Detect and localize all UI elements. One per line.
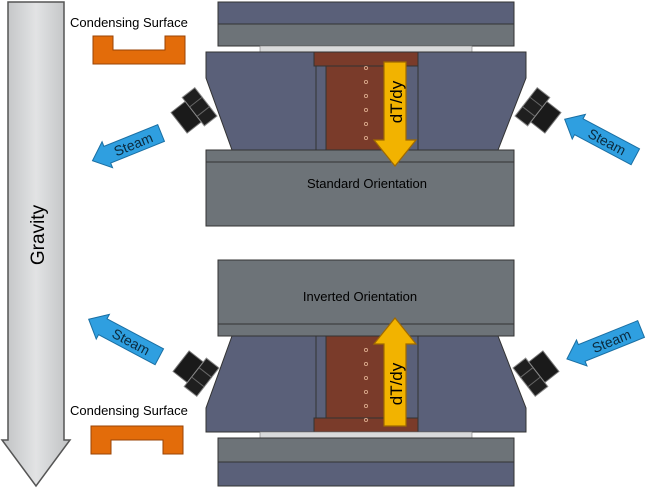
bolt-top-left — [170, 86, 218, 134]
steam-arrow-top-left: Steam — [91, 124, 166, 169]
gradient-label-top: dT/dy — [387, 80, 406, 123]
base-plate-top — [205, 161, 515, 227]
base-plate-bottom — [217, 259, 515, 325]
standard-orientation-label: Standard Orientation — [307, 176, 427, 191]
condensing-surface-label-bottom: Condensing Surface — [70, 403, 188, 418]
top-plate — [217, 1, 515, 25]
gradient-arrow-bottom — [372, 317, 418, 427]
gravity-label: Gravity — [28, 204, 49, 265]
bolt-bottom-right — [512, 350, 560, 398]
steam-label-top-right: Steam — [585, 125, 628, 158]
condensing-surface-legend-bottom: Condensing Surface — [70, 403, 188, 455]
inverted-orientation-label: Inverted Orientation — [303, 289, 417, 304]
inverted-orientation-assembly: Inverted Orientation dT/dy — [172, 259, 560, 487]
steam-arrow-bottom-right: Steam — [566, 320, 646, 367]
standard-orientation-assembly: Standard Orientation dT/dy — [170, 1, 562, 227]
condensing-surface-legend-top: Condensing Surface — [70, 15, 188, 65]
gravity-arrow: Gravity — [0, 1, 72, 488]
steam-arrow-top-right: Steam — [564, 113, 641, 166]
bolt-top-right — [514, 86, 562, 134]
steam-label-top-left: Steam — [112, 129, 156, 159]
condensing-surface-icon-bottom — [90, 425, 184, 455]
condensing-surface-label-top: Condensing Surface — [70, 15, 188, 30]
gradient-label-bottom: dT/dy — [387, 362, 406, 405]
bolt-bottom-left — [172, 350, 220, 398]
steam-label-bottom-left: Steam — [109, 325, 152, 358]
bottom-plate — [217, 461, 515, 487]
steam-label-bottom-right: Steam — [590, 326, 634, 356]
steam-arrow-bottom-left: Steam — [88, 313, 165, 366]
gradient-arrow-top — [372, 61, 418, 167]
condensing-surface-icon-top — [92, 35, 186, 65]
